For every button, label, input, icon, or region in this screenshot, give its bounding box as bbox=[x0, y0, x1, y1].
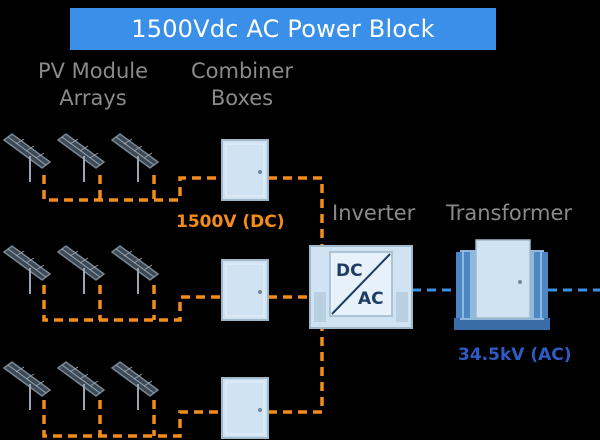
combiner-box-3 bbox=[221, 377, 269, 439]
inverter: DC AC bbox=[309, 245, 413, 329]
dc-wire-row1-to-inverter bbox=[268, 176, 324, 248]
inverter-dc-text: DC bbox=[336, 261, 363, 281]
pv-panel bbox=[111, 245, 159, 295]
transformer-label: Transformer bbox=[446, 201, 573, 225]
dc-wire-row2 bbox=[42, 285, 222, 322]
title-banner: 1500Vdc AC Power Block bbox=[70, 8, 496, 50]
pv-panel bbox=[111, 361, 159, 411]
dc-voltage-label: 1500V (DC) bbox=[176, 212, 285, 232]
transformer bbox=[454, 239, 550, 330]
inverter-ac-text: AC bbox=[358, 289, 384, 309]
dc-wire-row3 bbox=[42, 400, 222, 438]
combiner-box-2 bbox=[221, 259, 269, 321]
diagram-title: 1500Vdc AC Power Block bbox=[131, 15, 435, 43]
pv-panel bbox=[3, 133, 51, 183]
pv-panel bbox=[111, 133, 159, 183]
pv-panel bbox=[57, 133, 105, 183]
dc-wiring bbox=[42, 175, 324, 438]
ac-voltage-label: 34.5kV (AC) bbox=[458, 345, 572, 365]
pv-array-row1 bbox=[3, 133, 159, 183]
inverter-label: Inverter bbox=[332, 201, 416, 225]
pv-panel bbox=[57, 245, 105, 295]
dc-wire-row3-to-inverter bbox=[268, 325, 324, 414]
pv-array-row2 bbox=[3, 245, 159, 295]
combiner-box-1 bbox=[221, 139, 269, 201]
combiner-boxes-label: Combiner Boxes bbox=[191, 59, 293, 110]
pv-panel bbox=[57, 361, 105, 411]
dc-wire-row1 bbox=[42, 175, 222, 202]
pv-array-row3 bbox=[3, 361, 159, 411]
pv-arrays-label: PV Module Arrays bbox=[37, 59, 149, 110]
